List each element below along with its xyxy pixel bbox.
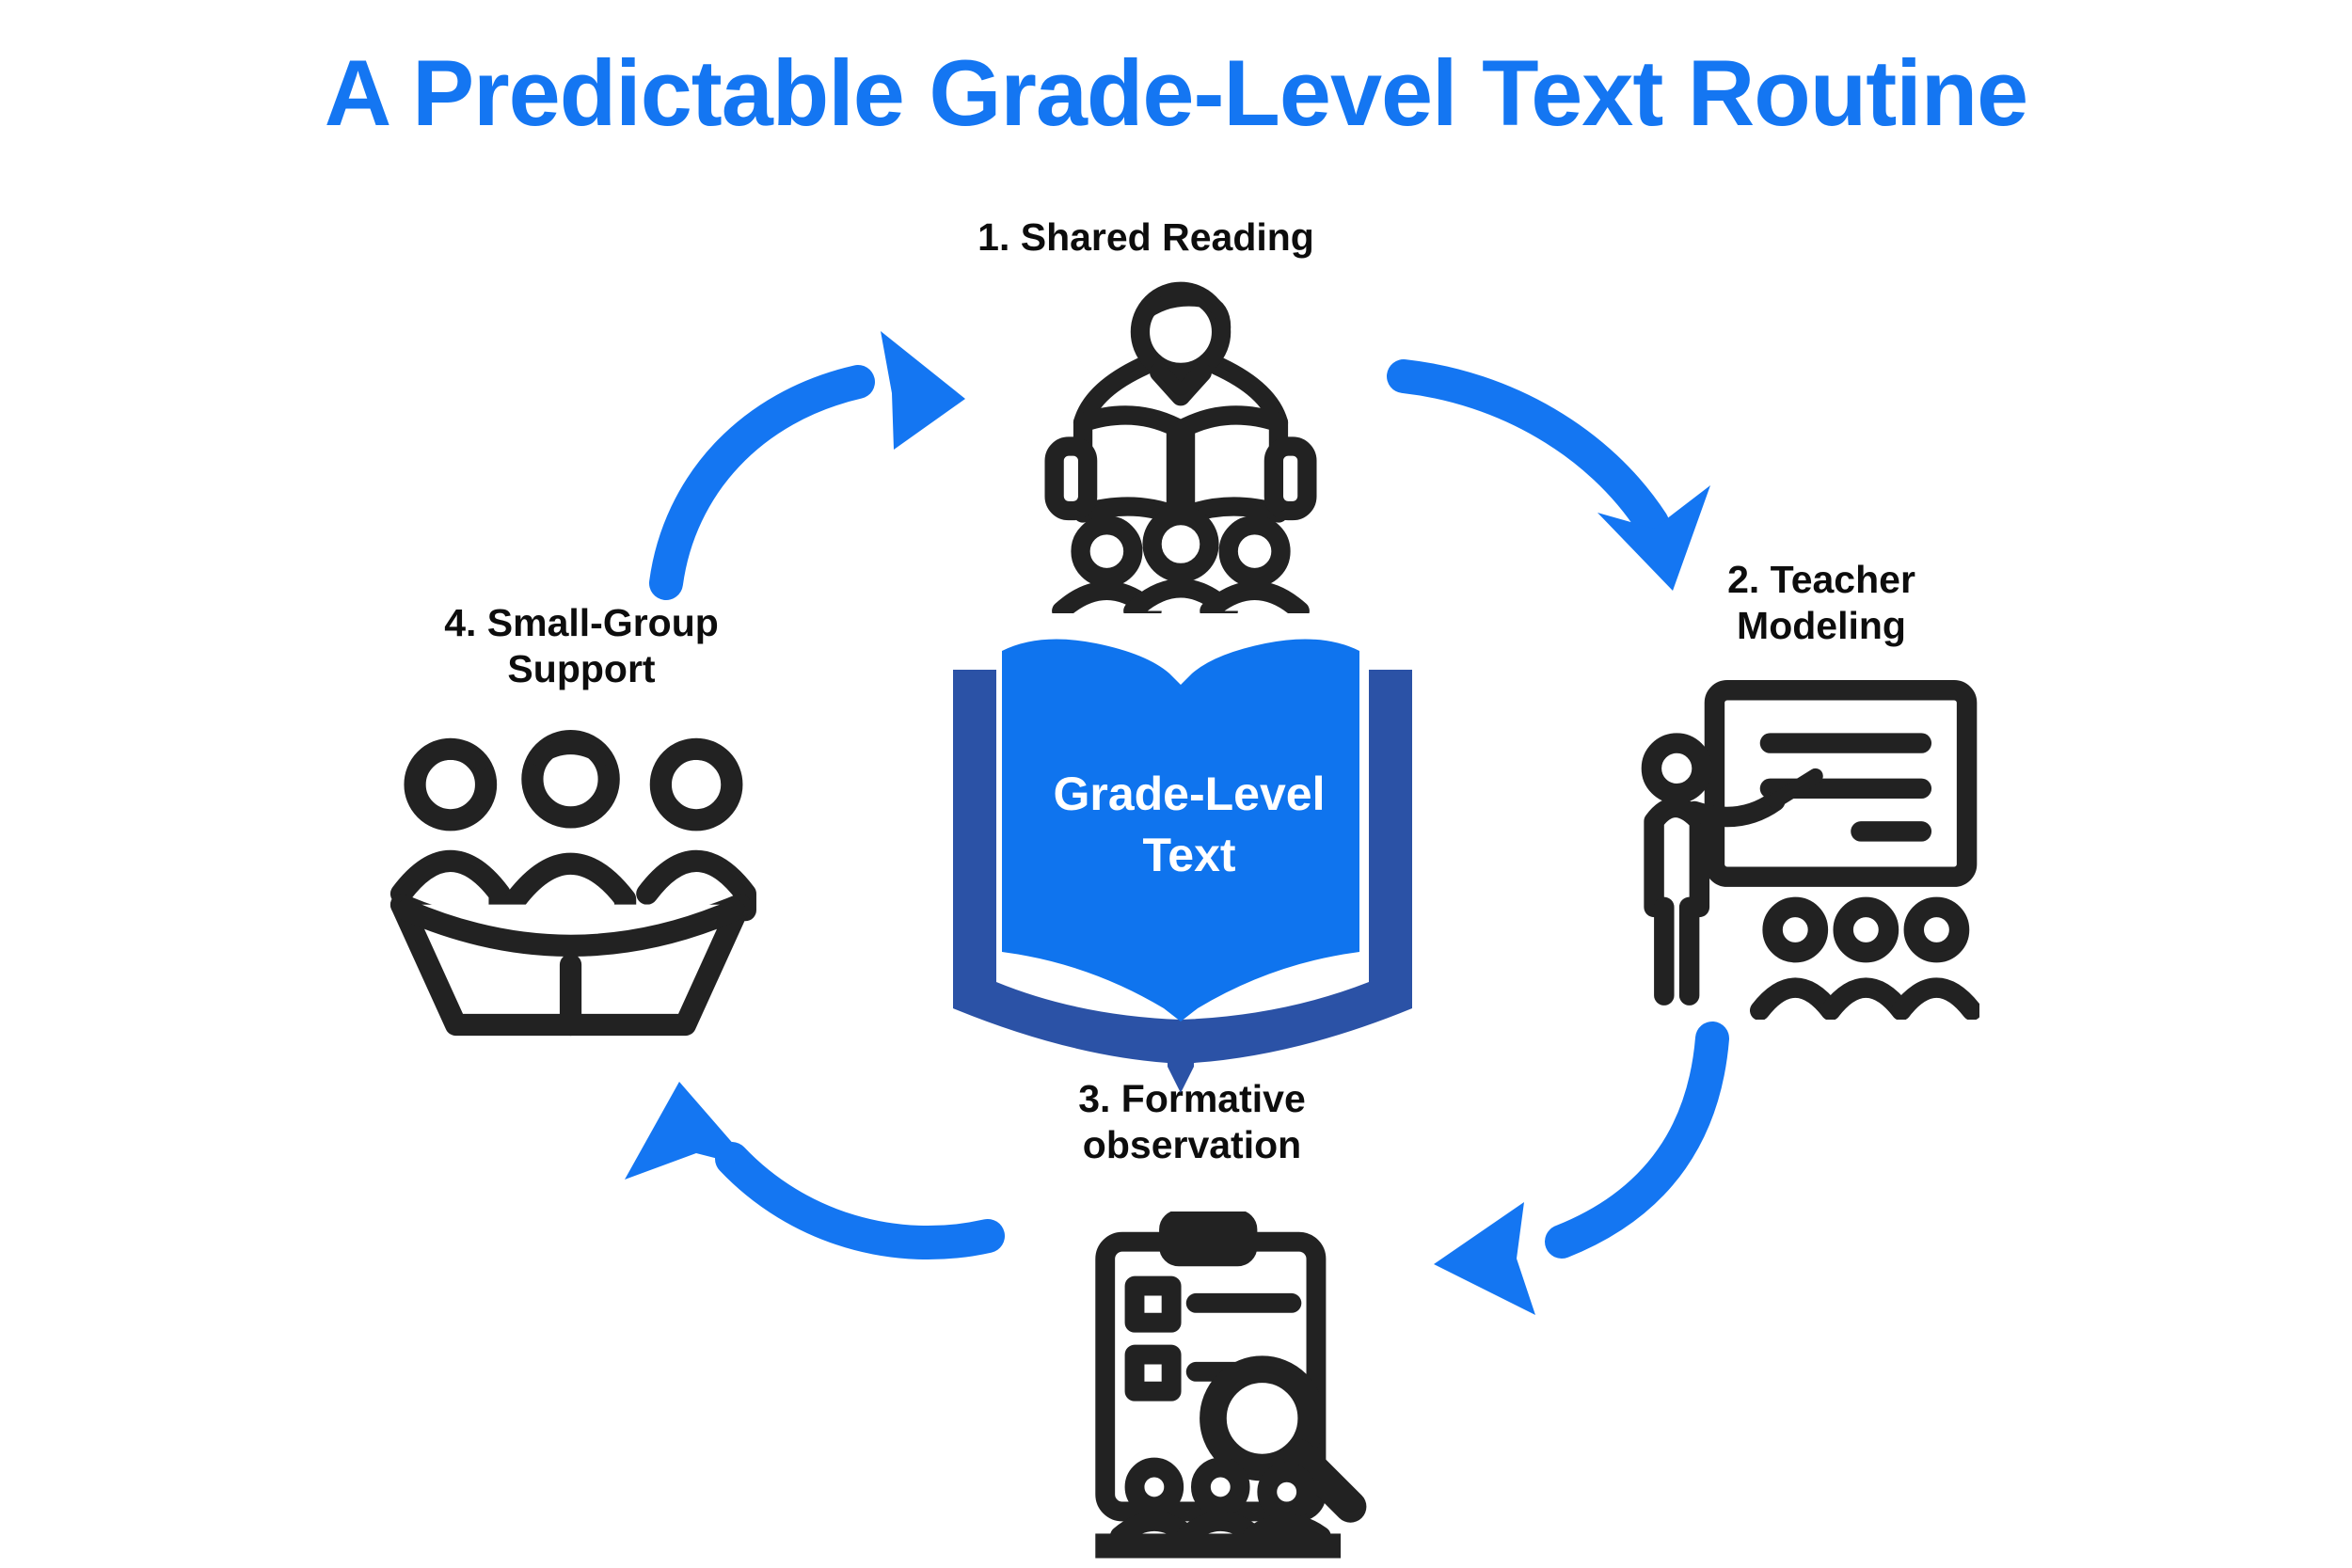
open-book-icon: Grade-Level Text <box>944 630 1435 1101</box>
book-pages-shape <box>1002 639 1359 1022</box>
step-label-shared-reading: 1. Shared Reading <box>977 215 1314 259</box>
clipboard-observation-icon <box>1066 1212 1397 1561</box>
teacher-reading-aloud-icon <box>1025 275 1336 613</box>
arrow-shared-reading-to-teacher-modeling-curve <box>1387 359 1669 540</box>
arrow-small-group-to-shared-reading-curve <box>649 365 875 600</box>
arrow-teacher-modeling-to-formative-observation-curve <box>1545 1022 1729 1259</box>
step-label-teacher-modeling: 2. Teacher Modeling <box>1727 558 1915 648</box>
page-title: A Predictable Grade-Level Text Routine <box>324 40 2028 145</box>
step-label-formative-observation: 3. Formative observation <box>1078 1077 1306 1167</box>
arrow-teacher-modeling-to-formative-observation-head <box>1434 1202 1535 1315</box>
teacher-whiteboard-icon <box>1639 673 1979 1020</box>
arrow-small-group-to-shared-reading-head <box>881 331 965 450</box>
arrow-formative-observation-to-small-group-head <box>625 1082 755 1180</box>
step-label-small-group-support: 4. Small-Group Support <box>444 601 719 691</box>
arrow-shared-reading-to-teacher-modeling-head <box>1597 485 1710 591</box>
arrow-formative-observation-to-small-group-curve <box>715 1142 1005 1260</box>
center-book-label: Grade-Level Text <box>1053 768 1326 881</box>
small-group-reading-icon <box>373 730 771 1069</box>
